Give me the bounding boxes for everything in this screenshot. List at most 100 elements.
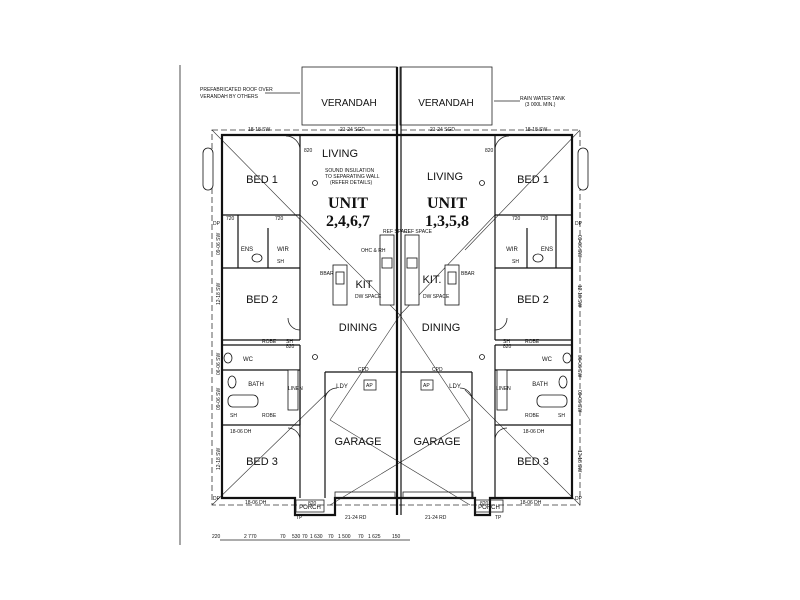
outer-wall	[220, 133, 574, 517]
sh-label: SH	[503, 339, 510, 345]
ldy-left-label: LDY	[336, 384, 348, 390]
window-sgd-right: 21-24 SGD	[430, 127, 455, 133]
wir-left-label: WIR	[277, 247, 289, 253]
door-820: 820	[286, 344, 295, 350]
kitchen-bench-right	[404, 234, 420, 306]
robe-label: ROBE	[525, 339, 540, 345]
ap-box-left	[363, 379, 377, 391]
porch-right-label: PORCH	[478, 505, 500, 511]
cpd-right-label: CPD	[432, 367, 443, 373]
note-sound-line1: SOUND INSULATION	[325, 168, 374, 174]
smoke-detector-icon	[312, 354, 318, 360]
door-swing	[287, 317, 301, 331]
robe-label: ROBE	[262, 413, 277, 419]
door-swing	[459, 387, 473, 401]
bed1-left-label: BED 1	[246, 174, 278, 186]
garage-door-right	[402, 491, 474, 499]
kitchen-bench-left	[379, 234, 395, 306]
rainwater-tank-left	[202, 147, 214, 191]
window-side-left-5: 12-18 SW	[216, 447, 222, 470]
ap-right-label: AP	[423, 383, 430, 389]
verandah-right-label: VERANDAH	[418, 98, 474, 109]
window-side-left-3: 06-06 SW	[216, 352, 222, 375]
door-swing	[494, 135, 510, 151]
robe-label: ROBE	[525, 413, 540, 419]
garage-left-label: GARAGE	[334, 436, 381, 448]
verandah-left-label: VERANDAH	[321, 98, 377, 109]
bathtub-icon	[536, 394, 568, 408]
kit-left-label: KIT	[355, 279, 372, 291]
sh-label: SH	[558, 413, 565, 419]
dim-70: 70	[302, 534, 308, 540]
unit-left-numbers: 2,4,6,7	[326, 213, 370, 230]
toilet-icon	[562, 352, 572, 364]
door-swing	[287, 427, 301, 441]
window-side-right-5: 12-18 SW	[576, 450, 582, 473]
dim-220: 220	[212, 534, 221, 540]
window-side-left-1: 09-06 SW	[216, 232, 222, 255]
wir-right-label: WIR	[506, 247, 518, 253]
bed3-right-label: BED 3	[517, 456, 549, 468]
dining-left-label: DINING	[339, 322, 378, 334]
door-820: 820	[480, 501, 489, 507]
note-tank-line1: RAIN WATER TANK	[520, 96, 566, 102]
sh-label: SH	[230, 413, 237, 419]
cooktop-icon	[381, 257, 393, 269]
window-top-left: 18-18 SW	[248, 127, 271, 133]
note-tank-line2: (3 000L MIN.)	[525, 102, 556, 108]
linen-right-label: LINEN	[496, 386, 511, 392]
toilet-icon	[227, 375, 237, 389]
robe-label: ROBE	[262, 339, 277, 345]
door-720: 720	[275, 216, 284, 222]
note-sound-line3: (REFER DETAILS)	[330, 180, 372, 186]
window-rd-right: 21-24 RD	[425, 515, 447, 521]
window-side-left-2: 12-18 SW	[216, 282, 222, 305]
dw-space-right: DW SPACE	[423, 294, 450, 300]
ohc-label: OHC & RH	[361, 248, 386, 254]
sink-icon	[447, 271, 457, 285]
ref-space-left: REF SPACE	[383, 229, 412, 235]
garage-door-left	[334, 491, 396, 499]
window-side-right-1: 09-06 SW	[576, 235, 582, 258]
note-sound-line2: TO SEPARATING WALL	[325, 174, 380, 180]
door-swing	[324, 387, 338, 401]
living-left-label: LIVING	[322, 148, 358, 160]
ap-left-label: AP	[366, 383, 373, 389]
rainwater-tank-right	[577, 147, 589, 191]
smoke-detector-icon	[479, 180, 485, 186]
garage-right-label: GARAGE	[413, 436, 460, 448]
linen-cupboard-left	[287, 369, 299, 411]
ap-box-right	[420, 379, 434, 391]
porch-left-label: PORCH	[299, 505, 321, 511]
ens-right-label: ENS	[541, 247, 553, 253]
sink-icon	[335, 271, 345, 285]
window-top-right: 18-18 SW	[525, 127, 548, 133]
sh-label: SH	[277, 259, 284, 265]
dim-1625: 1 625	[368, 534, 381, 540]
bed3-left-label: BED 3	[246, 456, 278, 468]
unit-left-title: UNIT	[328, 195, 368, 212]
tp-label: TP	[495, 515, 502, 521]
linen-cupboard-right	[496, 369, 508, 411]
window-rd-left: 21-24 RD	[345, 515, 367, 521]
ens-left-label: ENS	[241, 247, 253, 253]
hip-line	[464, 389, 581, 506]
window-dh-left: 18-06 DH	[230, 429, 252, 435]
dim-1630: 1 630	[310, 534, 323, 540]
dp-label: DP	[213, 496, 221, 502]
cpd-left-label: CPD	[358, 367, 369, 373]
ref-space-right: REF SPACE	[404, 229, 433, 235]
window-sgd-left: 21-24 SGD	[340, 127, 365, 133]
bed2-right-label: BED 2	[517, 294, 549, 306]
dining-right-label: DINING	[422, 322, 461, 334]
hip-line	[211, 389, 331, 506]
linen-left-label: LINEN	[288, 386, 303, 392]
door-swing	[494, 317, 508, 331]
living-right-label: LIVING	[427, 171, 463, 183]
door-720: 720	[512, 216, 521, 222]
window-side-right-4: 09-06 SW	[576, 390, 582, 413]
unit-right-title: UNIT	[427, 195, 467, 212]
tp-label: TP	[296, 515, 303, 521]
kitchen-island-left	[332, 264, 348, 306]
